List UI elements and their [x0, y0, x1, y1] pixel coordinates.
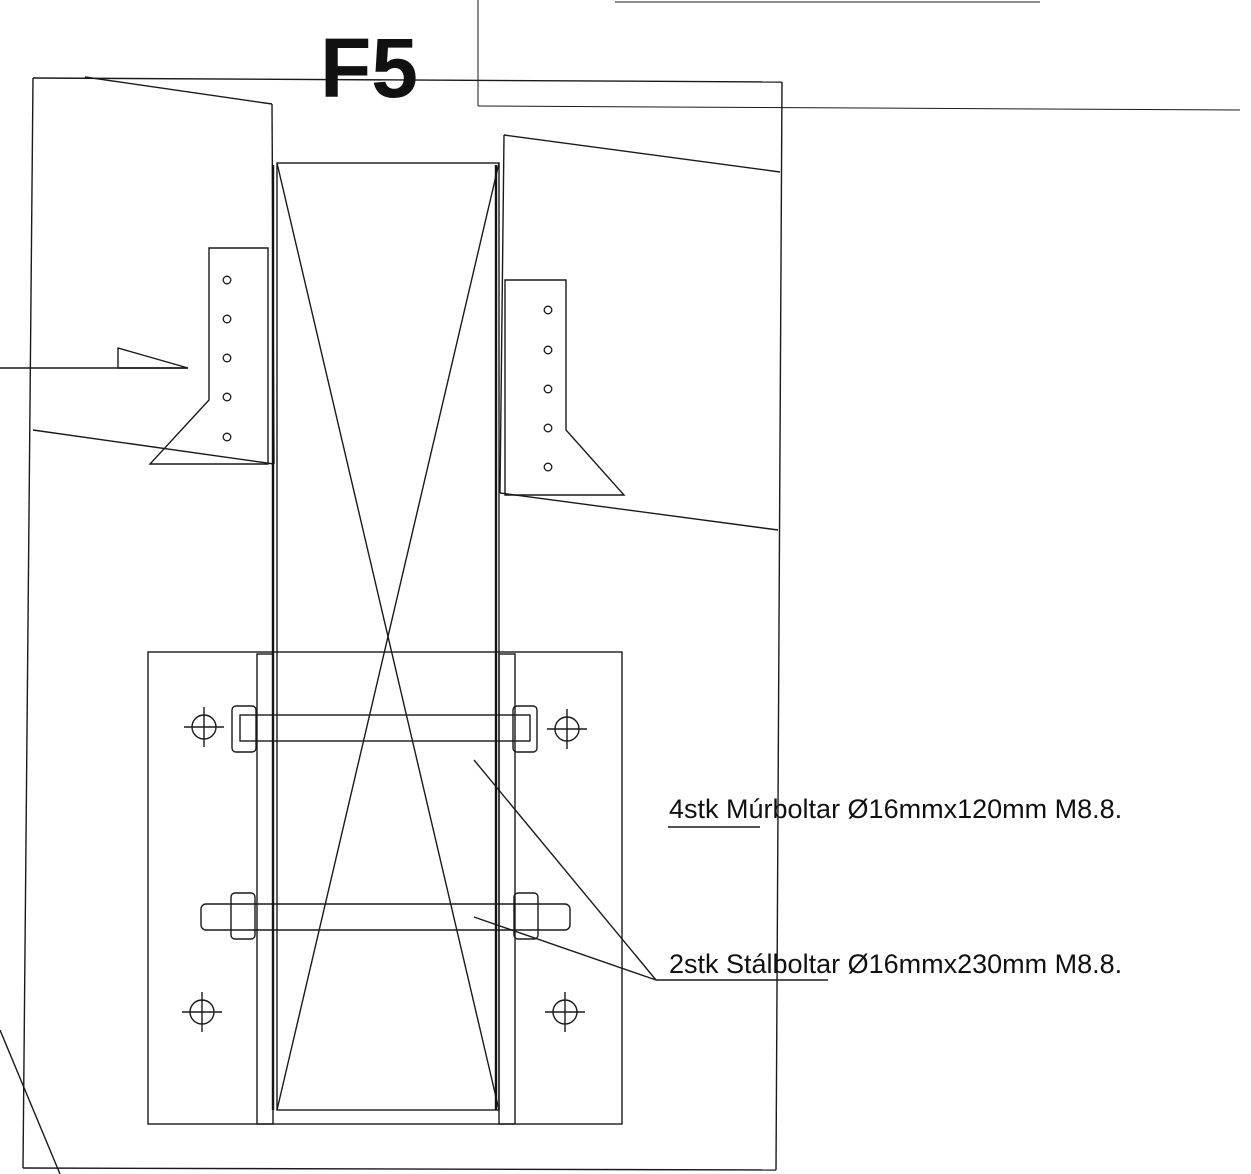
section-arrow [0, 347, 189, 369]
drawing-title: F5 [320, 21, 418, 115]
steel-bolt-lower [200, 892, 571, 940]
outer-frame [22, 77, 783, 1171]
steel-bolts-note: 2stk Stálboltar Ø16mmx230mm M8.8. [669, 949, 1122, 979]
wall-bolts-note: 4stk Múrboltar Ø16mmx120mm M8.8. [669, 794, 1122, 824]
anchor-bolt-top-right [547, 709, 587, 749]
steel-bolt-upper [231, 705, 538, 753]
section-leader-line [0, 1029, 61, 1174]
right-beam [499, 134, 781, 531]
base-plate [147, 651, 623, 1125]
steel-column [271, 162, 500, 1111]
anchor-bolt-top-left [184, 707, 224, 747]
anchor-bolt-bottom-left [182, 992, 222, 1032]
left-beam [32, 76, 275, 465]
anchor-bolt-bottom-right [545, 992, 585, 1032]
right-joist-hanger [504, 279, 626, 496]
annotation-leaders [473, 759, 828, 981]
title-block-frame [477, 0, 1241, 111]
left-joist-hanger [148, 247, 269, 465]
